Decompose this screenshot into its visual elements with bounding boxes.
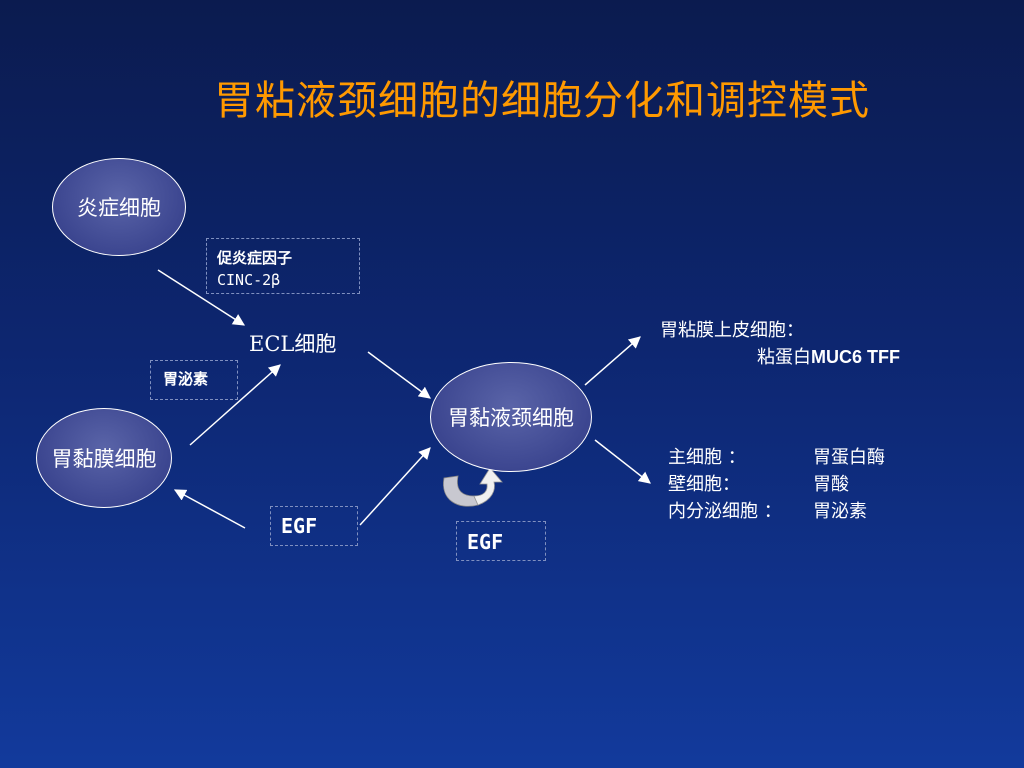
chief-cell-label: 主细胞 ：	[668, 447, 746, 468]
mucin-prefix: 粘蛋白	[757, 347, 811, 368]
lower-output-row: 壁细胞： 胃酸	[668, 470, 849, 497]
egf-left-box: EGF	[270, 506, 358, 546]
arrow-egf-to-neck	[359, 447, 431, 526]
gastric-mucosa-cell-node: 胃黏膜细胞	[36, 408, 172, 508]
parietal-cell-label: 壁细胞：	[668, 474, 740, 495]
arrow-ecl-to-neck	[367, 351, 431, 399]
proinflammatory-factor-box: 促炎症因子 CINC-2β	[206, 238, 360, 294]
egf-bottom-text: EGF	[467, 530, 504, 554]
gastric-acid-label: 胃酸	[813, 474, 849, 495]
inflammatory-cell-node: 炎症细胞	[52, 158, 186, 256]
gastrin-product-label: 胃泌素	[813, 501, 867, 522]
upper-output-line2: 粘蛋白MUC6 TFF	[757, 343, 900, 369]
cinc-2b-text: CINC-2β	[217, 271, 281, 289]
egf-bottom-box: EGF	[456, 521, 546, 561]
mucous-neck-cell-label: 胃黏液颈细胞	[448, 406, 574, 430]
self-renewal-curved-arrow	[443, 467, 503, 507]
slide-title: 胃粘液颈细胞的细胞分化和调控模式	[214, 78, 870, 124]
upper-output-line1: 胃粘膜上皮细胞：	[660, 320, 804, 341]
lower-output-list: 主细胞 ： 胃蛋白酶 壁细胞： 胃酸 内分泌细胞 ： 胃泌素	[668, 443, 885, 524]
inflammatory-cell-label: 炎症细胞	[77, 196, 161, 220]
gastrin-text: 胃泌素	[163, 370, 209, 388]
endocrine-cell-label: 内分泌细胞 ：	[668, 501, 782, 522]
ecl-cell-label: ECL细胞	[249, 332, 337, 356]
gastric-mucosa-cell-label: 胃黏膜细胞	[51, 447, 157, 471]
gastrin-box: 胃泌素	[150, 360, 238, 400]
pepsin-label: 胃蛋白酶	[813, 447, 885, 468]
arrow-neck-to-upper	[584, 336, 641, 386]
mucous-neck-cell-node: 胃黏液颈细胞	[430, 362, 592, 472]
arrow-mucosa-to-ecl	[189, 364, 281, 446]
arrow-inflammatory-to-ecl	[157, 269, 246, 326]
arrow-egf-to-mucosa	[173, 489, 246, 529]
lower-output-row: 内分泌细胞 ： 胃泌素	[668, 497, 867, 524]
proinflammatory-factor-text: 促炎症因子	[217, 249, 293, 267]
arrow-neck-to-lower	[594, 439, 651, 484]
lower-output-row: 主细胞 ： 胃蛋白酶	[668, 443, 885, 470]
muc6-tff-text: MUC6 TFF	[811, 347, 900, 367]
egf-left-text: EGF	[281, 514, 318, 538]
